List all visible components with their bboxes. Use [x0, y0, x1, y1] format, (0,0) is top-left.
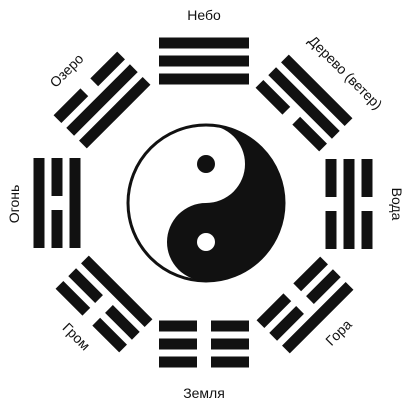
trigram-mountain-line-3-part-2 — [256, 293, 292, 328]
trigram-fire — [33, 158, 81, 248]
trigram-thunder-line-2-part-2 — [68, 268, 103, 303]
trigram-sky-line-1 — [159, 37, 249, 49]
label-lake: Озеро — [46, 50, 86, 90]
label-fire: Огонь — [6, 185, 22, 224]
trigram-thunder-line-1-part-1 — [92, 317, 127, 353]
label-wind: Дерево (ветер) — [305, 32, 385, 112]
trigram-lake-line-2 — [66, 64, 138, 136]
label-sky: Небо — [187, 7, 221, 23]
trigram-wind-line-2 — [268, 67, 340, 139]
trigram-water-line-1-part-2 — [361, 211, 373, 249]
label-mountain: Гора — [322, 316, 355, 349]
trigram-wind-line-3-part-2 — [292, 116, 327, 152]
trigram-fire-line-3 — [69, 158, 81, 248]
label-water: Вода — [389, 188, 405, 221]
trigram-earth-line-2-part-2 — [159, 338, 197, 350]
trigram-earth-line-3-part-2 — [159, 320, 197, 332]
yin-yang-symbol — [126, 123, 286, 283]
trigram-wind-line-1 — [281, 54, 353, 126]
trigram-lake-line-3 — [79, 77, 151, 149]
trigram-thunder-line-1-part-2 — [55, 281, 91, 316]
trigram-fire-line-1 — [33, 158, 45, 248]
trigram-sky-line-3 — [159, 73, 249, 85]
trigram-fire-line-2-part-1 — [51, 210, 63, 248]
trigram-mountain-line-1 — [282, 282, 354, 354]
trigram-water-line-3-part-2 — [325, 211, 337, 249]
trigram-thunder-line-2-part-1 — [105, 305, 140, 340]
trigram-water-line-1-part-1 — [361, 159, 373, 197]
trigram-water — [325, 159, 373, 249]
trigram-mountain-line-2-part-1 — [306, 269, 341, 304]
trigram-earth — [159, 320, 249, 368]
trigram-mountain-line-2-part-2 — [269, 306, 304, 341]
trigram-thunder — [55, 255, 153, 353]
label-earth: Земля — [183, 385, 225, 401]
trigram-fire-line-2-part-2 — [51, 158, 63, 196]
trigram-thunder-line-3 — [81, 255, 153, 327]
trigram-sky — [159, 37, 249, 85]
trigram-earth-line-2-part-1 — [211, 338, 249, 350]
trigram-mountain — [256, 256, 354, 354]
trigram-wind-line-3-part-1 — [255, 80, 291, 115]
yin-yang-black-dot — [197, 155, 215, 173]
trigram-water-line-2 — [343, 159, 355, 249]
trigram-lake — [53, 51, 151, 149]
trigram-lake-line-1-part-2 — [90, 51, 125, 87]
label-thunder: Гром — [60, 319, 94, 353]
trigram-mountain-line-3-part-1 — [293, 256, 328, 292]
trigram-earth-line-1-part-1 — [211, 356, 249, 368]
yin-yang-white-dot — [197, 233, 215, 251]
trigram-lake-line-1-part-1 — [53, 88, 89, 123]
trigram-earth-line-1-part-2 — [159, 356, 197, 368]
trigram-sky-line-2 — [159, 55, 249, 67]
trigram-wind — [255, 54, 353, 152]
trigram-earth-line-3-part-1 — [211, 320, 249, 332]
trigram-water-line-3-part-1 — [325, 159, 337, 197]
